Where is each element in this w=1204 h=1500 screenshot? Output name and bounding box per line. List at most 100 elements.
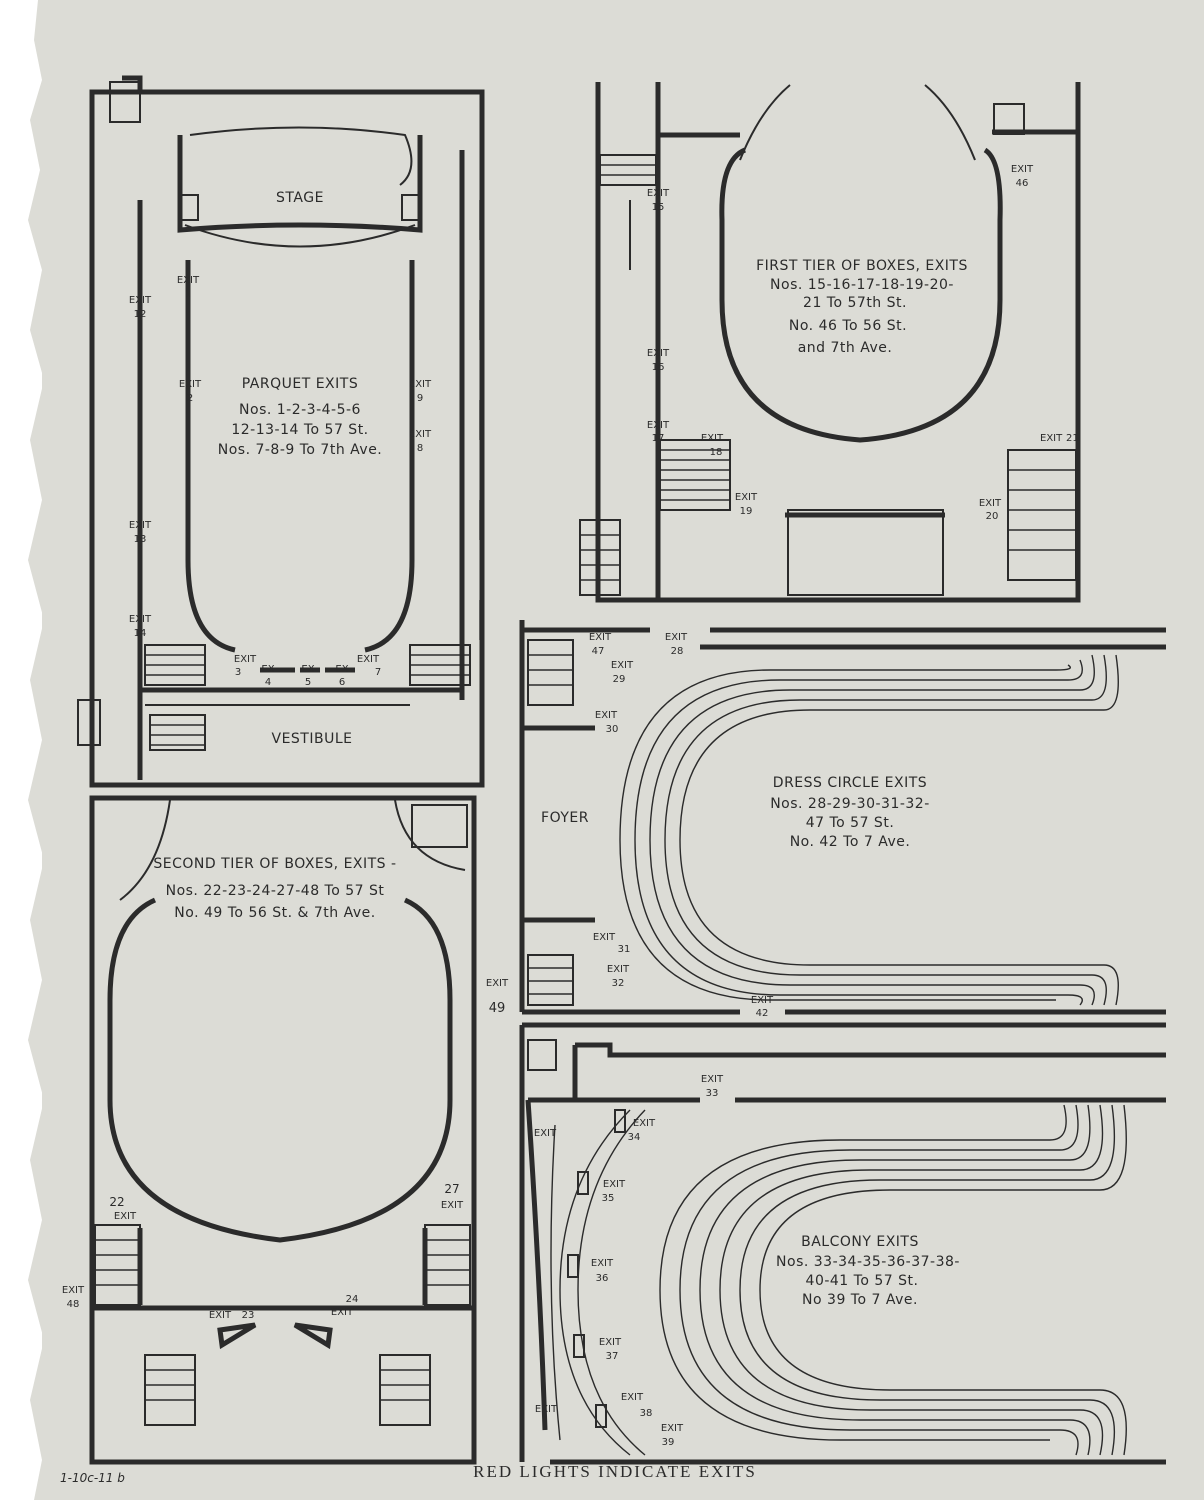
exit-22-label: EXIT [114, 1211, 137, 1222]
exit-lower-left-label: EXIT [535, 1404, 558, 1415]
dress-circle-line-3: No. 42 To 7 Ave. [790, 834, 911, 850]
exit-2-label: EXIT [179, 379, 202, 390]
exit-21-label: EXIT [1040, 433, 1063, 444]
stage-label: STAGE [276, 190, 324, 206]
exit-30-number: 30 [606, 724, 619, 735]
dress-circle-title: DRESS CIRCLE EXITS [773, 775, 927, 791]
parquet-line-2: 12-13-14 To 57 St. [231, 422, 368, 438]
parquet-exit-markers: EXIT 12 EXIT 1 EXIT 2 EXIT 9 EXIT 8 EXIT… [129, 275, 432, 688]
exit-14-number: 14 [134, 628, 147, 639]
exit-17-number: 17 [652, 433, 665, 444]
second-tier-exit-markers: EXIT 49 22 EXIT 27 EXIT EXIT 48 EXIT 23 … [62, 978, 509, 1321]
exit-16-label: EXIT [647, 348, 670, 359]
exit-36-label: EXIT [591, 1258, 614, 1269]
parquet-line-3: Nos. 7-8-9 To 7th Ave. [218, 442, 383, 458]
vestibule-label: VESTIBULE [272, 731, 353, 747]
first-tier-line-2: 21 To 57th St. [803, 295, 907, 311]
balcony-line-3: No 39 To 7 Ave. [802, 1292, 918, 1308]
exit-15-number: 15 [652, 202, 665, 213]
dress-circle-line-2: 47 To 57 St. [806, 815, 895, 831]
exit-19-number: 19 [740, 506, 753, 517]
dress-circle-line-1: Nos. 28-29-30-31-32- [770, 796, 930, 812]
foyer-label: FOYER [541, 810, 589, 826]
first-tier-line-1: Nos. 15-16-17-18-19-20- [770, 277, 954, 293]
exit-15-label: EXIT [647, 188, 670, 199]
exit-4-number: 4 [265, 677, 271, 688]
exit-6-label: EX [335, 664, 348, 675]
exit-42-label: EXIT [751, 995, 774, 1006]
exit-34-label: EXIT [633, 1118, 656, 1129]
exit-38-number: 38 [640, 1408, 653, 1419]
exit-31-label: EXIT [593, 932, 616, 943]
exit-31-number: 31 [618, 944, 631, 955]
exit-2-number: 2 [187, 393, 193, 404]
exit-8-label: EXIT [409, 429, 432, 440]
balcony-plan: BALCONY EXITS Nos. 33-34-35-36-37-38- 40… [519, 1022, 1166, 1465]
second-tier-line-1: Nos. 22-23-24-27-48 To 57 St [166, 883, 385, 899]
parquet-plan: STAGE VESTIBULE PARQUET EXITS Nos. 1-2-3… [77, 75, 485, 788]
exit-12-label: EXIT [129, 295, 152, 306]
exit-48-number: 48 [67, 1299, 80, 1310]
exit-1-number: 1 [185, 289, 191, 300]
exit-34-number: 34 [628, 1132, 641, 1143]
exit-16-number: 16 [652, 362, 665, 373]
exit-9-label: EXIT [409, 379, 432, 390]
exit-9-number: 9 [417, 393, 423, 404]
exit-33-label: EXIT [701, 1074, 724, 1085]
exit-1-label: EXIT [177, 275, 200, 286]
balcony-title: BALCONY EXITS [801, 1234, 919, 1250]
exit-21-number: 21 [1066, 433, 1079, 444]
exit-37-number: 37 [606, 1351, 619, 1362]
exit-upper-left-label: EXIT [534, 1128, 557, 1139]
exit-18-number: 18 [710, 447, 723, 458]
exit-27-label: EXIT [441, 1200, 464, 1211]
parquet-line-1: Nos. 1-2-3-4-5-6 [239, 402, 361, 418]
exit-30-label: EXIT [595, 710, 618, 721]
exit-46-number: 46 [1016, 178, 1029, 189]
torn-left-edge [0, 0, 44, 1500]
exit-36-number: 36 [596, 1273, 609, 1284]
exit-46-label: EXIT [1011, 164, 1034, 175]
exit-39-number: 39 [662, 1437, 675, 1448]
exit-3-label: EXIT [234, 654, 257, 665]
footer-caption: RED LIGHTS INDICATE EXITS [473, 1462, 757, 1481]
exit-32-number: 32 [612, 978, 625, 989]
exit-13-number: 13 [134, 534, 147, 545]
second-tier-line-2: No. 49 To 56 St. & 7th Ave. [174, 905, 375, 921]
exit-33-number: 33 [706, 1088, 719, 1099]
exit-18-label: EXIT [701, 433, 724, 444]
exit-24-number: 24 [346, 1294, 359, 1305]
margin-pencil-note: 1-10c-11 b [60, 1471, 125, 1485]
exit-47-number: 47 [592, 646, 605, 657]
exit-29-number: 29 [613, 674, 626, 685]
balcony-line-2: 40-41 To 57 St. [806, 1273, 919, 1289]
exit-37-label: EXIT [599, 1337, 622, 1348]
first-tier-line-3: No. 46 To 56 St. [789, 318, 907, 334]
exit-3-number: 3 [235, 667, 241, 678]
exit-7-number: 7 [375, 667, 381, 678]
exit-47-label: EXIT [589, 632, 612, 643]
exit-17-label: EXIT [647, 420, 670, 431]
exit-29-label: EXIT [611, 660, 634, 671]
exit-19-label: EXIT [735, 492, 758, 503]
exit-23-label: EXIT [209, 1310, 232, 1321]
exit-35-number: 35 [602, 1193, 615, 1204]
first-tier-line-4: and 7th Ave. [798, 340, 893, 356]
exit-20-number: 20 [986, 511, 999, 522]
page-sheet [42, 0, 1204, 1500]
balcony-exit-markers: EXIT 33 EXIT EXIT 34 EXIT 35 EXIT 36 EXI… [534, 1074, 724, 1448]
exit-6-number: 6 [339, 677, 345, 688]
exit-20-label: EXIT [979, 498, 1002, 509]
exit-5-number: 5 [305, 677, 311, 688]
exit-27-number: 27 [444, 1182, 459, 1196]
exit-28-label: EXIT [665, 632, 688, 643]
exit-4-label: EX [261, 664, 274, 675]
exit-5-label: EX [301, 664, 314, 675]
exit-39-label: EXIT [661, 1423, 684, 1434]
second-tier-title: SECOND TIER OF BOXES, EXITS - [153, 856, 396, 872]
dress-circle-exit-markers: EXIT 47 EXIT 28 EXIT 29 EXIT 30 EXIT 31 … [589, 632, 774, 1019]
exit-32-label: EXIT [607, 964, 630, 975]
parquet-title: PARQUET EXITS [242, 376, 358, 392]
